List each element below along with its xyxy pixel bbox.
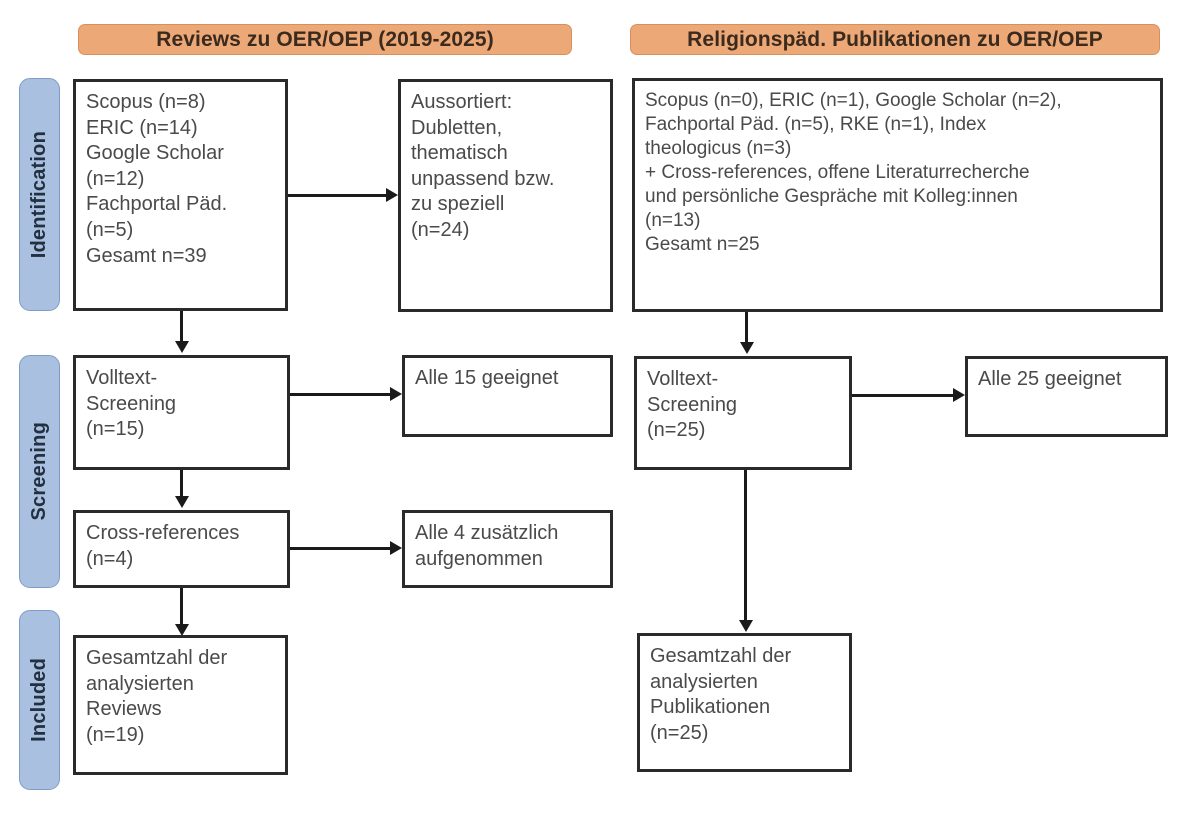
arrowhead-left-sources-to-fulltext (175, 341, 189, 353)
connector-left-fulltext-to-crossrefs (180, 470, 183, 497)
stage-pill-identification: Identification (19, 78, 60, 311)
arrowhead-right-fulltext-to-result (953, 388, 965, 402)
box-right-included: Gesamtzahl der analysierten Publikatione… (637, 633, 852, 772)
connector-right-fulltext-to-included (744, 470, 747, 622)
box-left-included: Gesamtzahl der analysierten Reviews (n=1… (73, 635, 288, 775)
arrowhead-left-crossrefs-to-included (175, 624, 189, 636)
stage-label-screening: Screening (28, 422, 50, 521)
connector-left-sources-to-fulltext (180, 311, 183, 343)
box-right-sources: Scopus (n=0), ERIC (n=1), Google Scholar… (632, 78, 1163, 312)
connector-left-crossrefs-to-result (290, 547, 390, 550)
stage-pill-included: Included (19, 610, 60, 790)
arrowhead-left-fulltext-to-crossrefs (175, 496, 189, 508)
arrowhead-right-sources-to-fulltext (740, 342, 754, 354)
stage-pill-screening: Screening (19, 355, 60, 588)
box-left-fulltext-screening: Volltext- Screening (n=15) (73, 355, 290, 470)
box-left-sources: Scopus (n=8) ERIC (n=14) Google Scholar … (73, 79, 288, 311)
box-right-fulltext-screening: Volltext- Screening (n=25) (634, 356, 852, 470)
box-left-fulltext-result: Alle 15 geeignet (402, 355, 613, 437)
box-left-crossrefs: Cross-references (n=4) (73, 510, 290, 588)
connector-right-sources-to-fulltext (745, 312, 748, 344)
connector-left-sources-to-excluded (288, 194, 386, 197)
arrowhead-left-crossrefs-to-result (390, 541, 402, 555)
arrowhead-left-fulltext-to-result (390, 387, 402, 401)
connector-left-crossrefs-to-included (180, 588, 183, 626)
box-left-excluded: Aussortiert: Dubletten, thematisch unpas… (398, 79, 613, 312)
box-right-fulltext-result: Alle 25 geeignet (965, 356, 1168, 437)
arrowhead-right-fulltext-to-included (739, 620, 753, 632)
column-header-reviews: Reviews zu OER/OEP (2019-2025) (78, 24, 572, 55)
connector-left-fulltext-to-result (290, 393, 390, 396)
stage-label-included: Included (28, 658, 50, 742)
stage-label-identification: Identification (28, 130, 50, 259)
column-header-religionspaed: Religionspäd. Publikationen zu OER/OEP (630, 24, 1160, 55)
box-left-crossrefs-result: Alle 4 zusätzlich aufgenommen (402, 510, 613, 588)
connector-right-fulltext-to-result (852, 394, 953, 397)
arrowhead-left-sources-to-excluded (386, 188, 398, 202)
